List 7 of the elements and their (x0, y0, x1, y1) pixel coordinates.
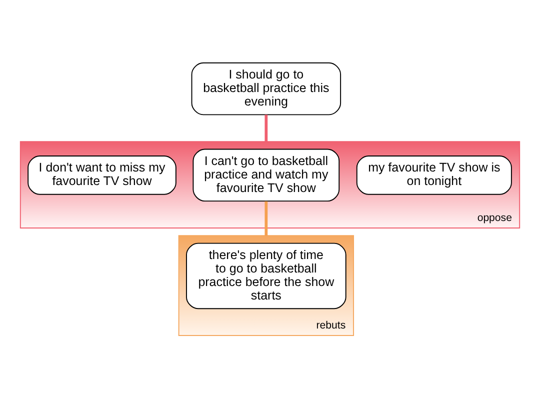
connector (264, 114, 268, 142)
node-box: I don't want to miss my favourite TV show (28, 154, 176, 194)
node-box: I should go to basketball practice this evening (191, 62, 342, 115)
node-box: I can't go to basketball practice and watch my favourite TV show (192, 148, 340, 202)
connector (264, 200, 268, 236)
node-box: my favourite TV show is on tonight (356, 154, 512, 194)
node-box: there's plenty of time to go to basketball practice before the show starts (186, 242, 346, 309)
